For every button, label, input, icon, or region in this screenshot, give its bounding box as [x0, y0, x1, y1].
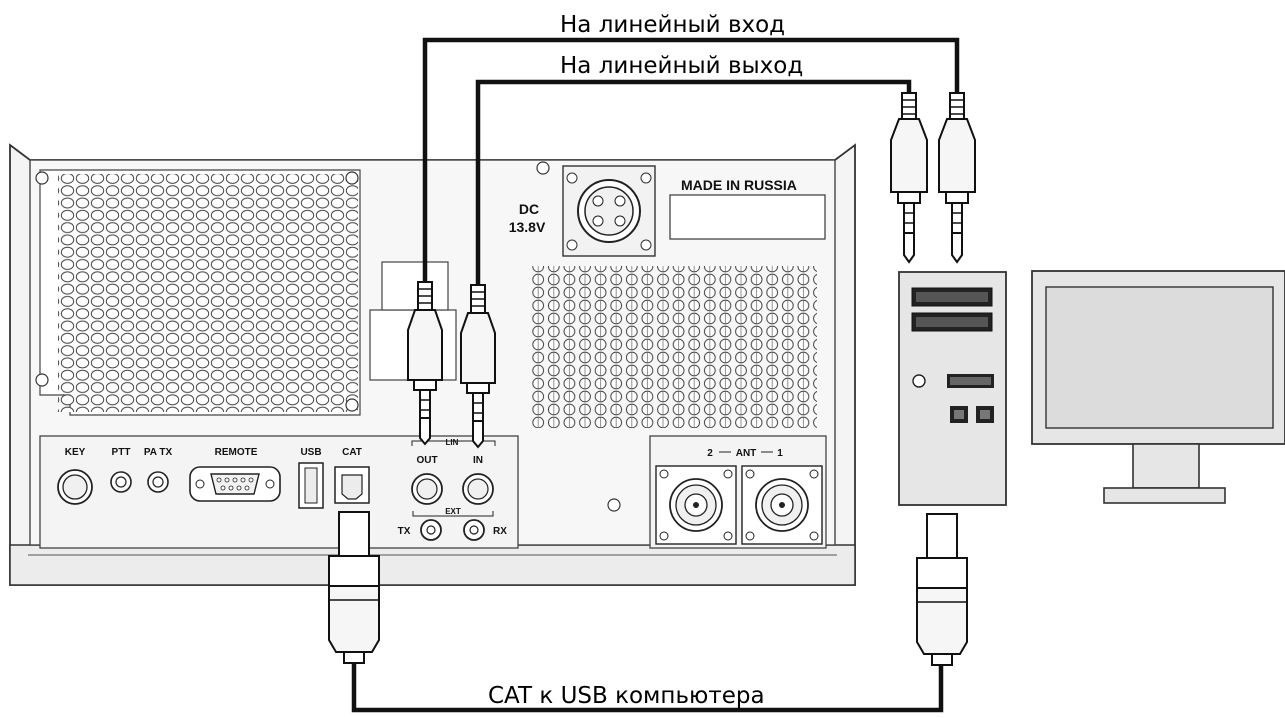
ptt-jack: [110, 471, 132, 493]
cat-usb-caption: CAT к USB компьютера: [488, 683, 765, 709]
lin-in-jack: [462, 473, 494, 505]
rx-label: RX: [493, 526, 507, 537]
power-button-icon: [912, 374, 926, 388]
audio-cables: [422, 37, 960, 285]
screw-icon: [536, 161, 550, 175]
jack-plug-line-in-pc: [938, 92, 976, 264]
made-in-label: MADE IN RUSSIA: [681, 177, 797, 193]
remote-db9-connector: [189, 466, 281, 502]
line-out-caption: На линейный выход: [560, 53, 803, 79]
key-jack: [57, 469, 93, 505]
ant-label: ANT: [736, 448, 757, 459]
tx-label: TX: [398, 526, 411, 537]
usb-label: USB: [300, 447, 321, 458]
usb-plug-radio: [328, 511, 380, 664]
line-in-caption: На линейный вход: [560, 12, 785, 38]
ext-rx-jack: [463, 519, 485, 541]
pa-tx-jack: [147, 471, 169, 493]
ant-1-label: 1: [777, 448, 783, 459]
ext-tx-jack: [420, 519, 442, 541]
usb-port: [298, 462, 324, 509]
ant1-connector: [741, 465, 823, 545]
monitor: [1031, 270, 1285, 504]
usb-plug-pc: [916, 513, 968, 666]
ant2-connector: [655, 465, 737, 545]
ptt-label: PTT: [112, 447, 131, 458]
dc-voltage-label: 13.8V: [509, 219, 546, 235]
left-vent-grid: [35, 169, 457, 416]
jack-plug-line-in-radio: [407, 281, 443, 446]
right-vent-grid: [532, 266, 817, 428]
cat-usb-cable: [351, 663, 944, 713]
in-label: IN: [473, 455, 483, 466]
jack-plug-line-out-radio: [460, 284, 496, 449]
cat-label: CAT: [342, 447, 362, 458]
ext-label: EXT: [445, 507, 461, 516]
lin-out-jack: [411, 473, 443, 505]
key-label: KEY: [65, 447, 86, 458]
dc-label: DC: [519, 201, 539, 217]
ant-2-label: 2: [707, 448, 713, 459]
screw-icon: [607, 498, 621, 512]
cat-port: [334, 466, 370, 504]
lin-label: LIN: [446, 438, 459, 447]
remote-label: REMOTE: [215, 447, 258, 458]
out-label: OUT: [416, 455, 437, 466]
line-out-cable: [475, 79, 912, 285]
pc-tower: [898, 271, 1007, 506]
line-in-cable: [422, 37, 960, 282]
jack-plug-line-out-pc: [890, 92, 928, 264]
pa-tx-label: PA TX: [144, 447, 173, 458]
radio-rear-panel: MADE IN RUSSIA DC 13.8V KEY PTT PA TX RE…: [9, 143, 856, 586]
label-plate: [669, 194, 826, 240]
dc-power-connector: [562, 165, 656, 257]
radio-bottom-rail: [9, 544, 856, 586]
